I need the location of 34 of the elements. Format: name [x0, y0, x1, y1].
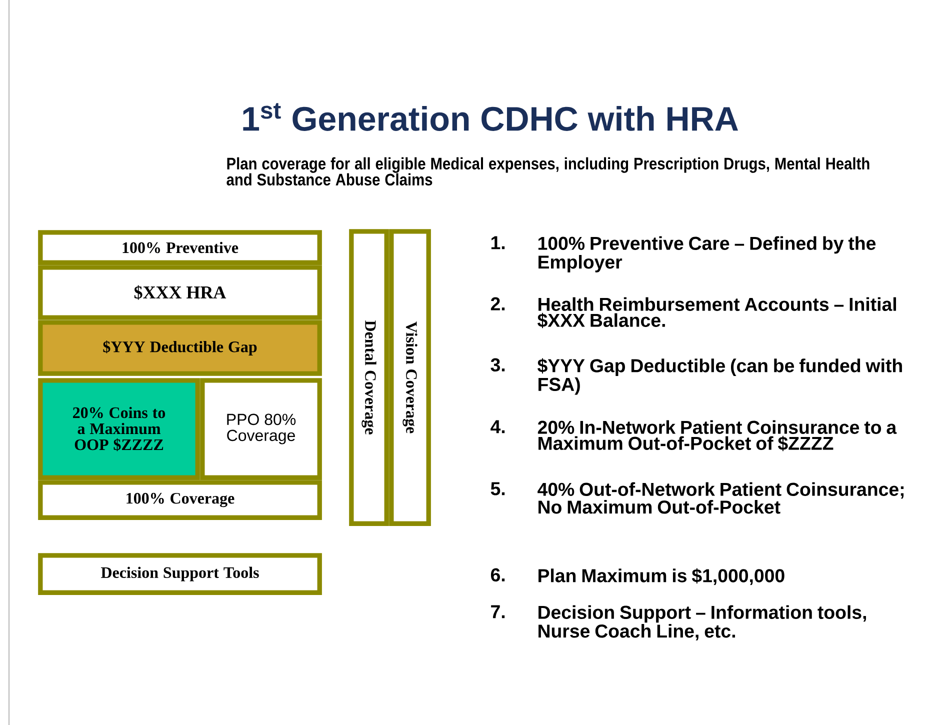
- box-label: $XXX HRA: [134, 285, 226, 300]
- list-item: Plan Maximum is $1,000,000: [538, 568, 784, 586]
- box-label: PPO 80% Coverage: [227, 414, 296, 444]
- coverage-band: [38, 320, 322, 376]
- list-item: $YYY Gap Deductible (can be funded with FSA): [538, 358, 902, 395]
- list-number: 6.: [490, 568, 505, 582]
- coverage-box: [200, 378, 322, 480]
- list-number: 4.: [490, 420, 505, 434]
- list-number: 1.: [491, 236, 505, 250]
- list-item: 20% In-Network Patient Coinsurance to a Maximum Out-of-Pocket of $ZZZZ: [538, 420, 897, 452]
- coverage-band: [38, 265, 322, 320]
- box-label: $YYY Deductible Gap: [103, 340, 257, 356]
- box-label: Dental Coverage: [362, 320, 376, 434]
- box-label: Decision Support Tools: [101, 566, 259, 582]
- list-number: 2.: [490, 297, 505, 310]
- list-number: 3.: [490, 358, 505, 372]
- list-item: 100% Preventive Care – Defined by the Employer: [538, 236, 876, 272]
- coverage-band: [38, 230, 322, 265]
- list-item: Decision Support – Information tools, Nurse Coach Line, etc.: [538, 605, 866, 640]
- list-item: 40% Out-of-Network Patient Coinsurance; No Maximum Out-of-Pocket: [538, 482, 904, 514]
- box-label: 20% Coins to a Maximum OOP $ZZZZ: [73, 406, 166, 452]
- box-label: Vision Coverage: [402, 322, 418, 434]
- list-item: Health Reimbursement Accounts – Initial $XXX Balance.: [538, 297, 896, 328]
- list-number: 5.: [490, 482, 505, 496]
- coverage-band: [38, 553, 322, 595]
- coverage-column: [389, 229, 431, 526]
- coverage-column: [349, 229, 389, 526]
- box-label: 100% Coverage: [126, 492, 234, 508]
- subtitle: Plan coverage for all eligible Medical expenses, including Prescription Drugs, Mental Health and Substance Abuse Claims: [226, 157, 870, 186]
- coverage-box: [38, 378, 200, 480]
- title: 1$^{st}$ Generation CDHC with HRA: [243, 103, 738, 131]
- coverage-band: [38, 480, 322, 520]
- list-number: 7.: [491, 605, 505, 618]
- box-label: 100% Preventive: [122, 242, 238, 254]
